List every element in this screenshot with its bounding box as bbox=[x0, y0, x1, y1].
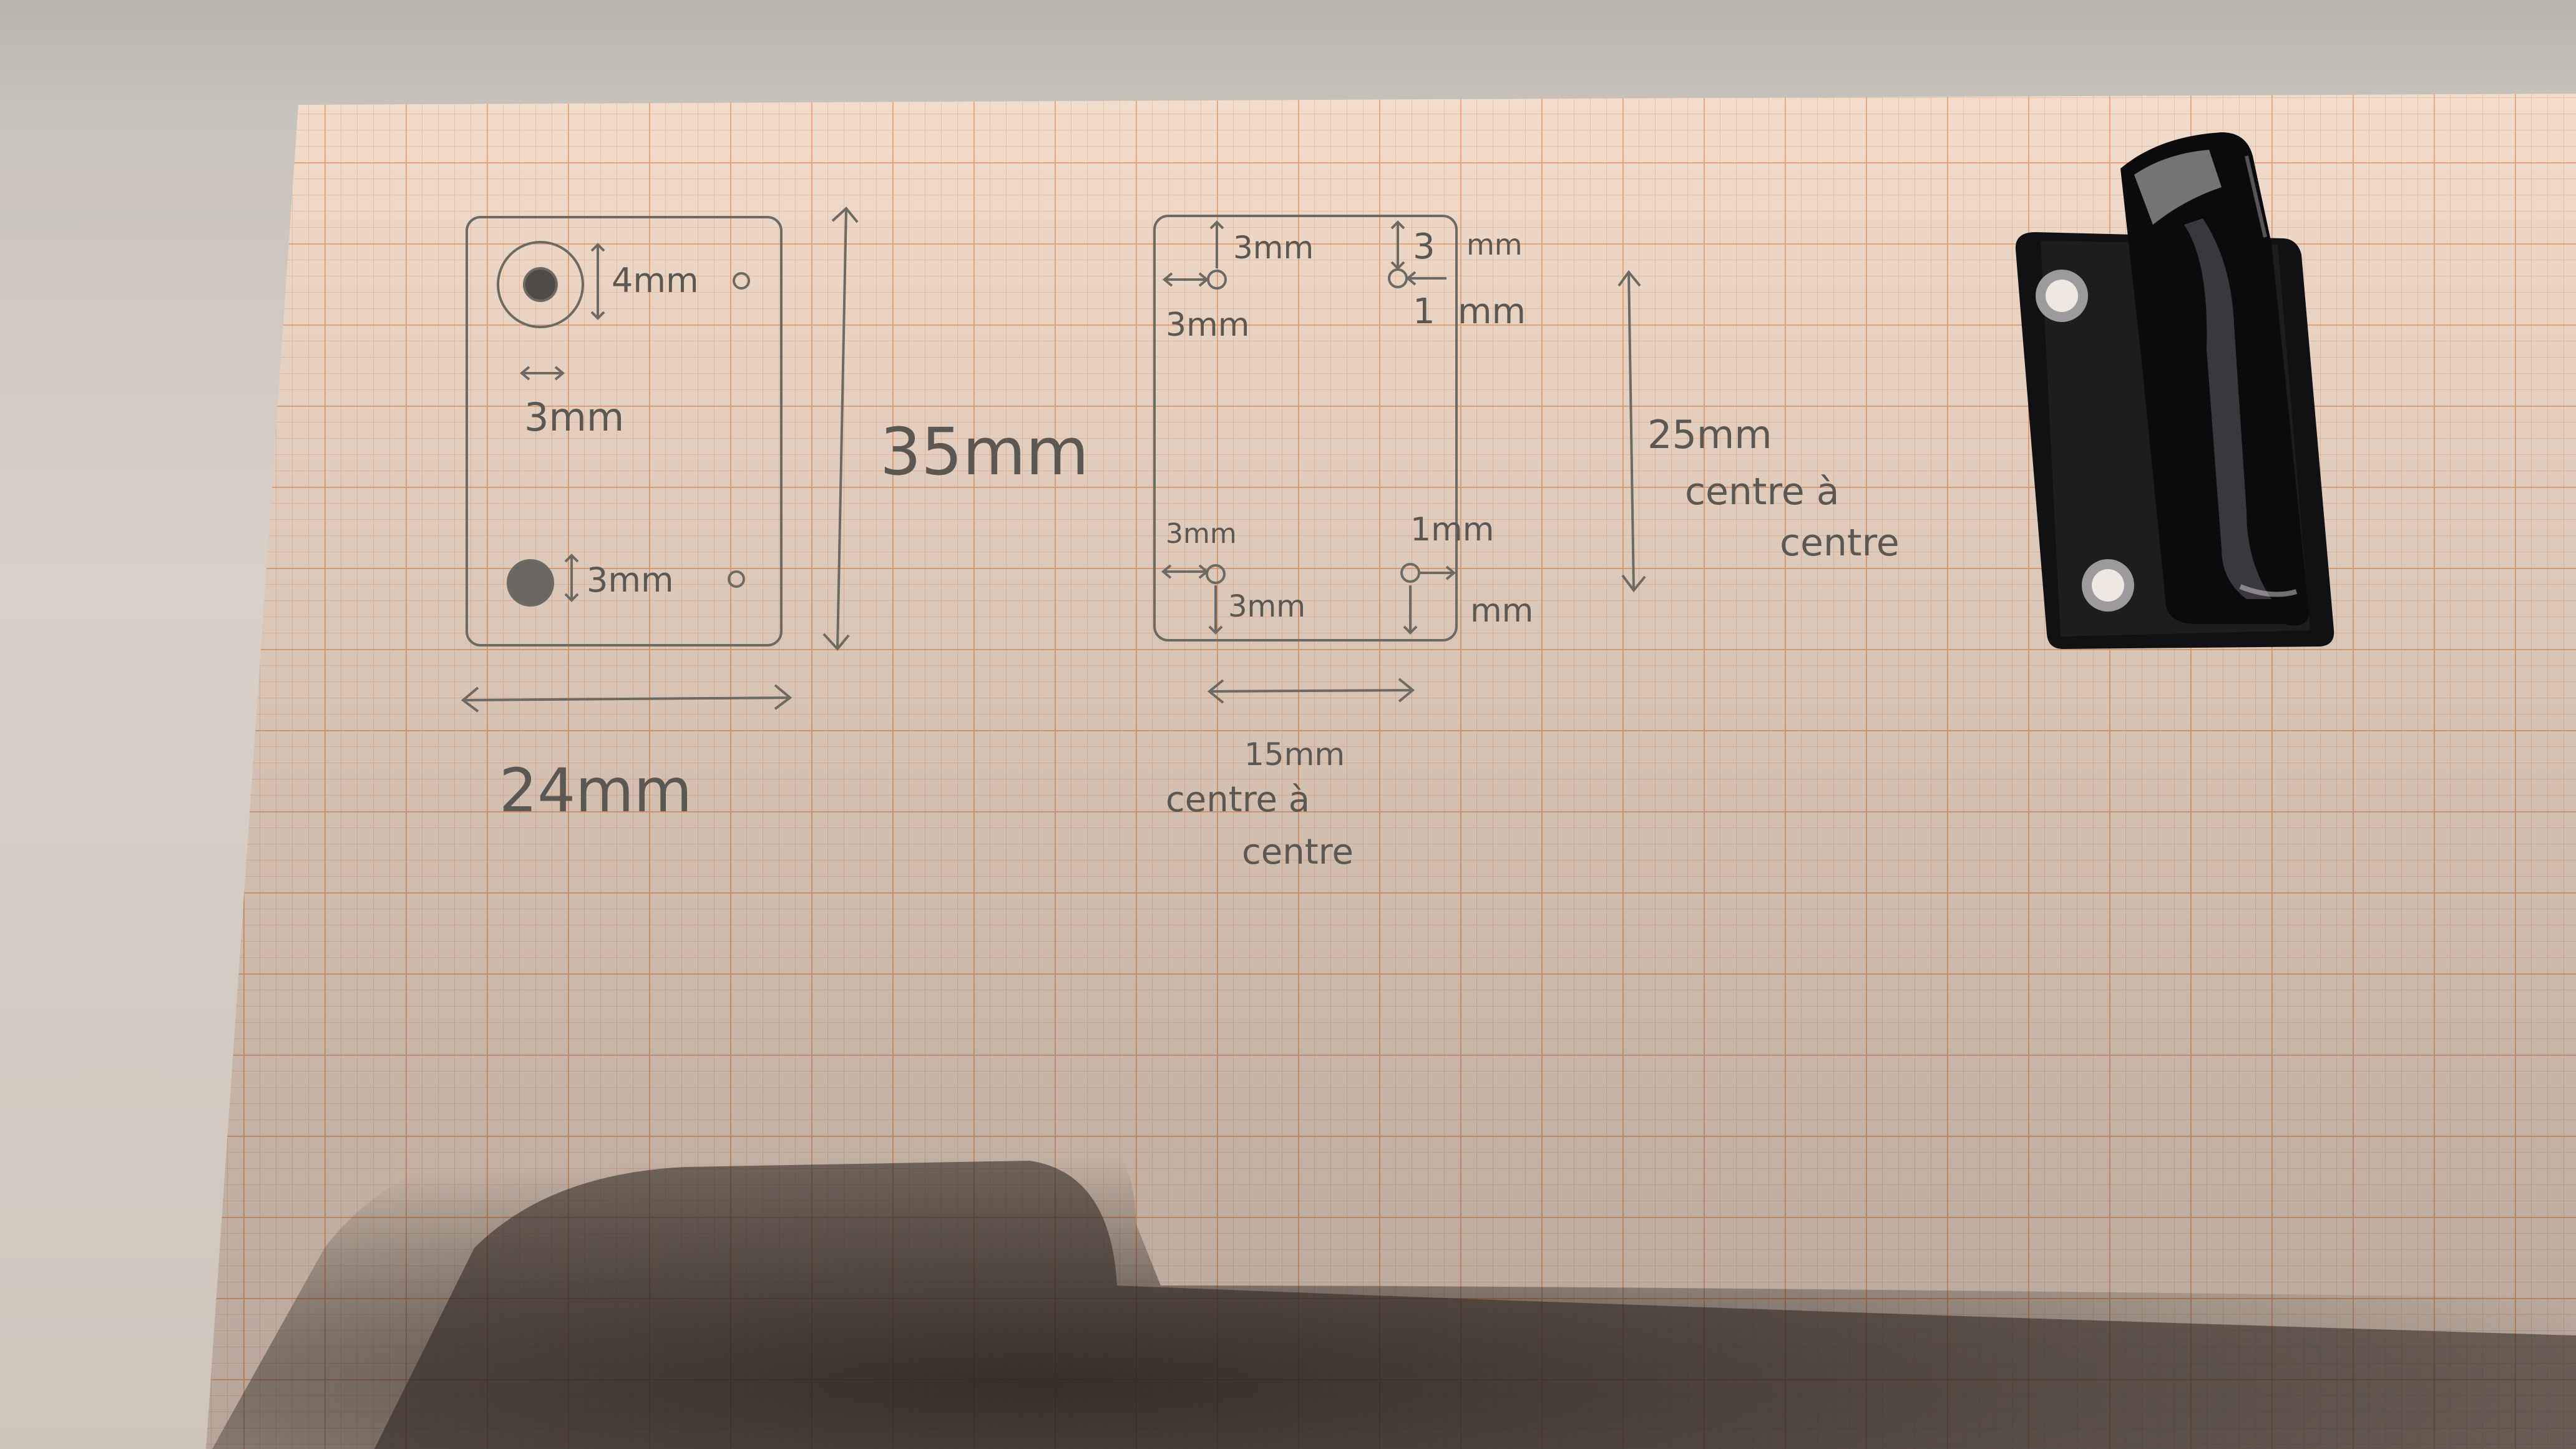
mid-top-right-vertical-unit: mm bbox=[1466, 228, 1523, 261]
left-plate-outline bbox=[466, 216, 783, 646]
middle-plate-outline bbox=[1153, 215, 1458, 642]
left-bottom-hole bbox=[507, 559, 554, 607]
mid-top-left-vertical-label: 3mm bbox=[1233, 230, 1314, 266]
left-height-label: 35mm bbox=[880, 414, 1089, 490]
middle-drawing bbox=[1153, 215, 1646, 704]
mid-top-right-horizontal-unit: mm bbox=[1458, 291, 1526, 332]
left-top-hole bbox=[497, 241, 584, 328]
graph-paper bbox=[206, 94, 2576, 1449]
left-bottom-offset-label: 3mm bbox=[587, 560, 674, 600]
mid-top-right-horizontal-label: 1 bbox=[1413, 291, 1435, 332]
mid-bottom-right-vertical-unit: mm bbox=[1470, 592, 1533, 630]
black-metal-bracket bbox=[2015, 132, 2334, 649]
mid-bottom-left-horizontal-label: 3mm bbox=[1166, 518, 1237, 550]
left-width-label: 24mm bbox=[499, 756, 692, 826]
mid-bottom-right-horizontal-label: 1mm bbox=[1410, 511, 1494, 549]
mid-vertical-spacing-note-2: centre bbox=[1780, 521, 1900, 565]
mid-vertical-spacing-label: 25mm bbox=[1647, 412, 1772, 457]
hand-shadow bbox=[212, 1123, 2576, 1449]
mid-top-left-horizontal-label: 3mm bbox=[1166, 306, 1249, 344]
mid-bottom-spacing-note-1: centre à bbox=[1166, 779, 1310, 820]
left-top-offset-label: 4mm bbox=[612, 261, 699, 300]
mid-vertical-spacing-note-1: centre à bbox=[1685, 470, 1840, 514]
mid-bottom-spacing-note-2: centre bbox=[1242, 832, 1354, 872]
mid-bottom-spacing-label: 15mm bbox=[1244, 736, 1345, 773]
left-drawing bbox=[461, 207, 859, 713]
mid-bottom-left-vertical-label: 3mm bbox=[1228, 589, 1305, 624]
mid-top-right-vertical-label: 3 bbox=[1413, 227, 1435, 267]
left-side-offset-label: 3mm bbox=[524, 394, 624, 440]
